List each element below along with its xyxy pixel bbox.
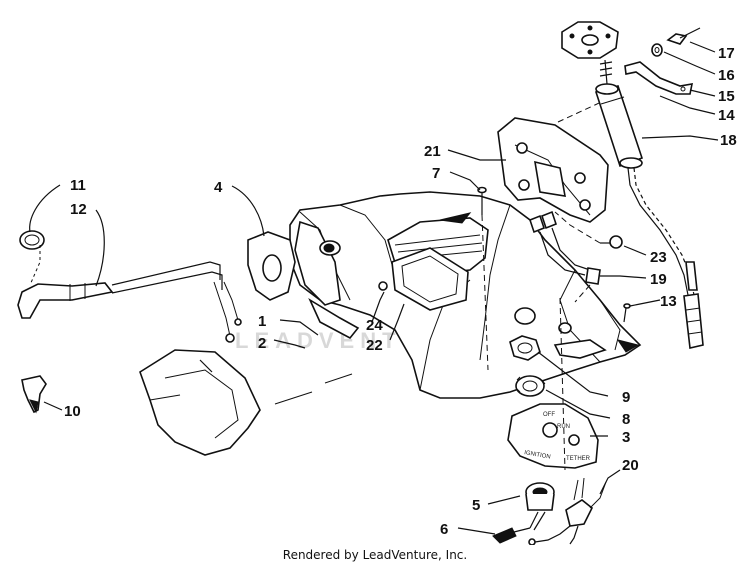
callout-11: 11 xyxy=(70,177,86,194)
label-ignition: IGNITION xyxy=(524,450,551,461)
callout-8: 8 xyxy=(622,411,630,428)
nut-24 xyxy=(378,281,388,291)
callout-23-nut: 24 xyxy=(366,317,383,334)
bezel-gasket xyxy=(247,231,296,301)
callout-19: 19 xyxy=(650,271,667,288)
strap-bracket xyxy=(624,61,694,95)
label-tether: TETHER xyxy=(566,456,591,462)
bolt xyxy=(666,27,701,45)
exploded-parts-diagram: OFF RUN IGNITION TETHER xyxy=(17,21,737,545)
ignition-switch xyxy=(525,482,555,511)
callout-12: 12 xyxy=(70,201,87,218)
screw-7 xyxy=(477,186,489,371)
callout-14: 14 xyxy=(718,107,735,124)
label-off: OFF xyxy=(543,412,555,418)
adjuster-knob xyxy=(561,21,619,59)
tether-switch xyxy=(528,477,607,545)
actuator-cylinder xyxy=(594,59,704,349)
callout-10: 10 xyxy=(64,403,81,420)
callout-1: 1 xyxy=(258,313,266,330)
leader-lines xyxy=(29,41,719,535)
callout-2: 2 xyxy=(258,335,266,352)
bolt-23 xyxy=(554,211,623,249)
switch-panel: OFF RUN IGNITION TETHER xyxy=(507,297,599,471)
console-housing xyxy=(289,191,642,399)
callout-23: 23 xyxy=(650,249,667,266)
throttle-cable xyxy=(17,230,242,343)
render-credit: Rendered by LeadVenture, Inc. xyxy=(282,548,468,562)
callout-numbers: 1 2 3 4 5 6 7 8 9 10 11 12 13 14 15 16 1… xyxy=(64,45,737,538)
callout-17: 17 xyxy=(718,45,735,62)
harness-connector xyxy=(529,210,601,303)
callout-5: 5 xyxy=(472,497,480,514)
screw-13 xyxy=(623,303,631,323)
callout-20: 20 xyxy=(622,457,639,474)
callout-3: 3 xyxy=(622,429,630,446)
callout-7: 7 xyxy=(432,165,440,182)
callout-22: 22 xyxy=(366,337,383,354)
callout-6: 6 xyxy=(440,521,448,538)
callout-18: 18 xyxy=(720,132,737,149)
lower-trim-panel xyxy=(139,349,353,456)
nut-9 xyxy=(509,335,541,361)
callout-4: 4 xyxy=(214,179,223,196)
label-run: RUN xyxy=(557,424,570,430)
mount-bracket xyxy=(497,97,611,223)
callout-9: 9 xyxy=(622,389,630,406)
washer xyxy=(651,43,663,57)
clip-part xyxy=(21,375,47,414)
lockwasher-8 xyxy=(515,375,546,397)
callout-15: 15 xyxy=(718,88,735,105)
callout-13: 13 xyxy=(660,293,677,310)
callout-16: 16 xyxy=(718,67,735,84)
connector-6 xyxy=(492,511,546,544)
callout-21: 21 xyxy=(424,143,441,160)
